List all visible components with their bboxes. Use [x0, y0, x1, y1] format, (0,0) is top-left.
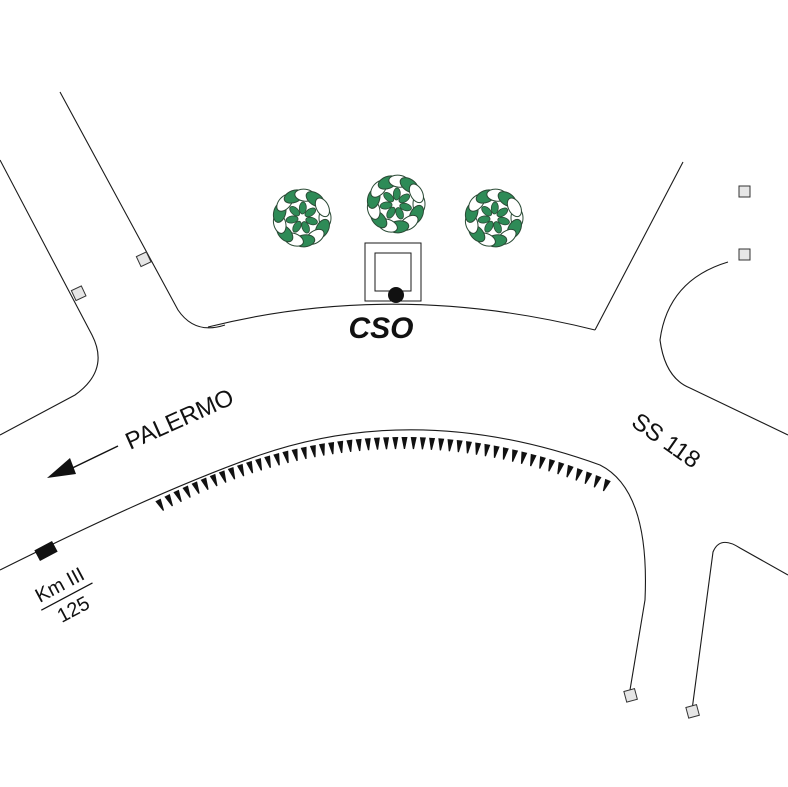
spike-icon [155, 498, 165, 511]
km-stone-icon [34, 541, 58, 561]
road-edge-top-curve [207, 303, 596, 331]
tree-icon [464, 188, 524, 248]
spike-icon [282, 450, 289, 464]
road-edge-upper-right [594, 161, 684, 331]
road-edge-bottom-curve [0, 429, 646, 691]
spike-icon [218, 470, 227, 483]
spike-icon [520, 451, 528, 464]
spike-icon [475, 442, 482, 455]
spike-icon [438, 438, 445, 451]
road-edge-upper-left-outer [0, 159, 99, 436]
spike-icon [337, 440, 344, 454]
tree-icon [272, 188, 332, 248]
post-icon [685, 704, 700, 719]
spike-icon [447, 439, 454, 452]
spike-icon [530, 453, 537, 467]
spike-icon [209, 473, 218, 487]
spike-icon [328, 441, 335, 455]
road-edge-right-curve [659, 261, 788, 436]
spike-icon [557, 461, 565, 475]
spike-icon [429, 437, 436, 450]
spike-icon [246, 460, 254, 474]
spike-icon [264, 455, 271, 469]
site-marker [388, 287, 404, 303]
spike-icon [164, 494, 173, 507]
spike-icon [410, 437, 417, 450]
spike-icon [502, 447, 509, 460]
spike-icon [273, 453, 280, 466]
spike-icon [548, 459, 556, 472]
spike-icon [364, 438, 371, 451]
road-edge-upper-left-inner [59, 91, 226, 329]
spike-icon [584, 471, 593, 485]
spike-icon [392, 437, 399, 450]
spike-icon [318, 443, 325, 456]
spike-icon [602, 478, 611, 492]
tree-icon [366, 174, 426, 234]
spike-icon [191, 481, 200, 494]
spike-icon [309, 444, 316, 458]
spike-icon [401, 436, 408, 450]
spike-icon [236, 463, 245, 477]
spike-icon [456, 439, 463, 453]
spike-icon [173, 489, 182, 503]
post-icon [738, 185, 751, 198]
barrier-spikes [155, 436, 611, 511]
road-edge-lower-right [691, 541, 788, 711]
post-icon [70, 285, 87, 302]
road-label: SS 118 [627, 408, 706, 474]
spike-icon [200, 477, 209, 490]
spike-icon [255, 458, 263, 471]
site-label: CSO [348, 312, 413, 345]
spike-icon [373, 437, 380, 450]
post-icon [135, 251, 152, 268]
spike-icon [511, 449, 519, 462]
spike-icon [227, 466, 236, 480]
spike-icon [300, 446, 307, 460]
spike-icon [182, 485, 191, 498]
spike-icon [575, 468, 583, 481]
direction-label: PALERMO [121, 384, 238, 456]
post-icon [738, 248, 751, 261]
spike-icon [419, 437, 426, 450]
spike-icon [383, 437, 390, 450]
spike-icon [539, 456, 546, 469]
spike-icon [593, 475, 602, 488]
spike-icon [566, 464, 574, 478]
spike-icon [355, 438, 362, 452]
tree-group [272, 174, 524, 248]
km-marker-label: Km III 125 [32, 564, 94, 628]
arrow-left-icon [47, 445, 119, 478]
spike-icon [484, 443, 491, 457]
spike-icon [493, 445, 500, 458]
spike-icon [291, 448, 298, 462]
spike-icon [346, 439, 353, 452]
post-icon [623, 688, 638, 703]
spike-icon [466, 441, 472, 454]
station-icon [364, 242, 422, 303]
